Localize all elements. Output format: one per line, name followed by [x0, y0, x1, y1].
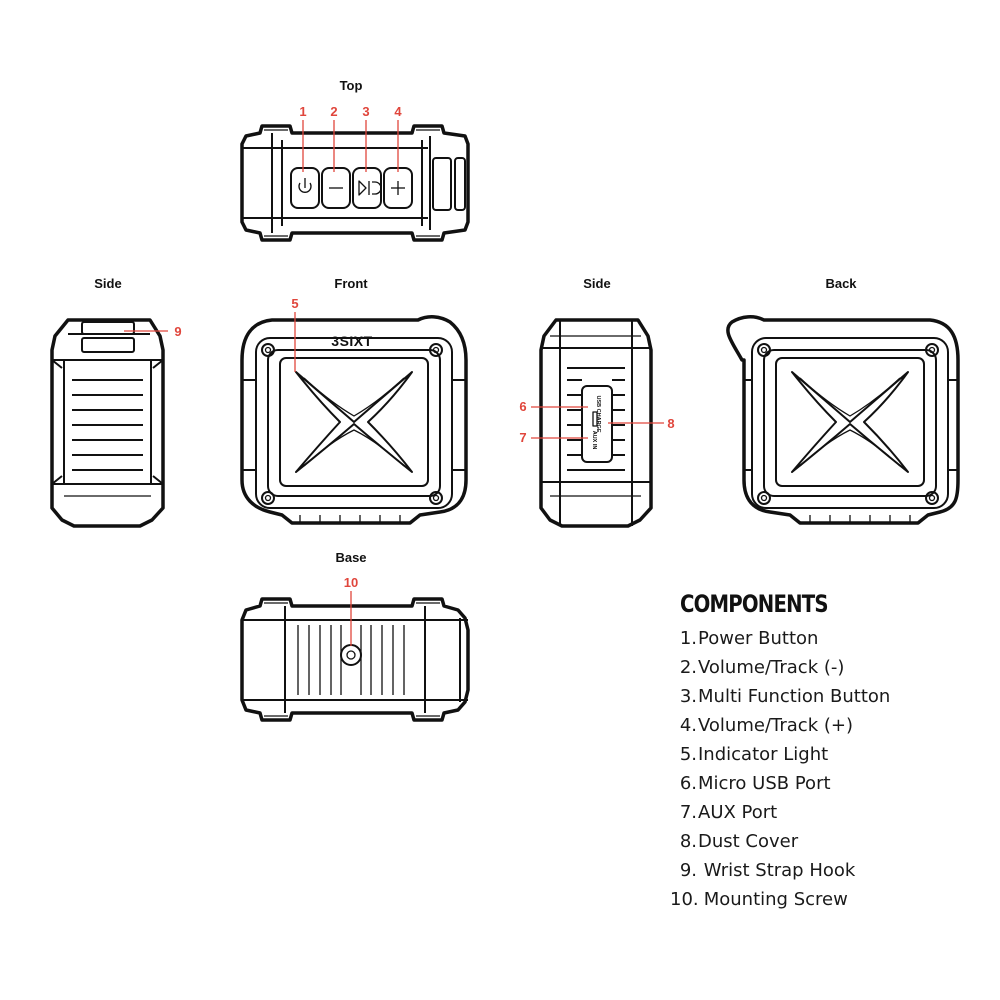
item-number: 3. [679, 686, 697, 707]
item-label: Multi Function Button [698, 686, 891, 707]
callout-5: 5 [291, 296, 298, 311]
list-item: 7.AUX Port [670, 798, 990, 827]
view-label-back: Back [825, 276, 857, 291]
callout-3: 3 [362, 104, 369, 119]
item-label: Volume/Track (-) [698, 657, 845, 678]
item-number: 6. [679, 773, 697, 794]
item-label: Dust Cover [698, 831, 799, 852]
components-list: 1.Power Button 2.Volume/Track (-) 3.Mult… [670, 624, 990, 914]
multi-function-button-drawing [352, 167, 382, 209]
components-legend: COMPONENTS 1.Power Button 2.Volume/Track… [670, 590, 990, 914]
view-label-front: Front [334, 276, 368, 291]
callout-10: 10 [344, 575, 358, 590]
view-label-side-left: Side [94, 276, 121, 291]
view-label-side-right: Side [583, 276, 610, 291]
base-view [240, 597, 470, 722]
aux-in-label: AUX IN [591, 431, 597, 450]
item-label: Wrist Strap Hook [698, 860, 856, 881]
list-item: 6.Micro USB Port [670, 769, 990, 798]
callout-6: 6 [519, 399, 526, 414]
side-left-view [50, 318, 165, 528]
list-item: 8.Dust Cover [670, 827, 990, 856]
callout-1: 1 [299, 104, 306, 119]
callout-9: 9 [174, 324, 181, 339]
view-label-top: Top [340, 78, 363, 93]
item-label: Indicator Light [698, 744, 829, 765]
callout-4: 4 [394, 104, 402, 119]
list-item: 10. Mounting Screw [670, 885, 990, 914]
item-label: Micro USB Port [698, 773, 831, 794]
list-item: 1.Power Button [670, 624, 990, 653]
brand-logo: 3SIXT [331, 333, 372, 349]
item-label: Mounting Screw [698, 889, 848, 910]
list-item: 3.Multi Function Button [670, 682, 990, 711]
item-number: 10. [670, 889, 699, 910]
volume-down-button-drawing [321, 167, 351, 209]
mounting-screw-drawing [340, 644, 362, 666]
front-view: 3SIXT [240, 315, 468, 525]
usb-charge-label: USB CHARGE [595, 396, 601, 433]
item-label: Power Button [698, 628, 819, 649]
list-item: 9. Wrist Strap Hook [670, 856, 990, 885]
callout-2: 2 [330, 104, 337, 119]
list-item: 5.Indicator Light [670, 740, 990, 769]
callout-7: 7 [519, 430, 526, 445]
components-title: COMPONENTS [680, 590, 829, 618]
volume-up-button-drawing [383, 167, 413, 209]
item-label: AUX Port [698, 802, 778, 823]
callout-8: 8 [667, 416, 674, 431]
item-number: 5. [679, 744, 697, 765]
item-number: 2. [679, 657, 697, 678]
item-label: Volume/Track (+) [698, 715, 853, 736]
list-item: 4.Volume/Track (+) [670, 711, 990, 740]
back-view [726, 315, 960, 525]
list-item: 2.Volume/Track (-) [670, 653, 990, 682]
item-number: 1. [679, 628, 697, 649]
item-number: 8. [679, 831, 697, 852]
view-label-base: Base [335, 550, 366, 565]
item-number: 9. [679, 860, 697, 881]
top-view [240, 124, 470, 242]
power-button-drawing [290, 167, 320, 209]
item-number: 7. [679, 802, 697, 823]
item-number: 4. [679, 715, 697, 736]
